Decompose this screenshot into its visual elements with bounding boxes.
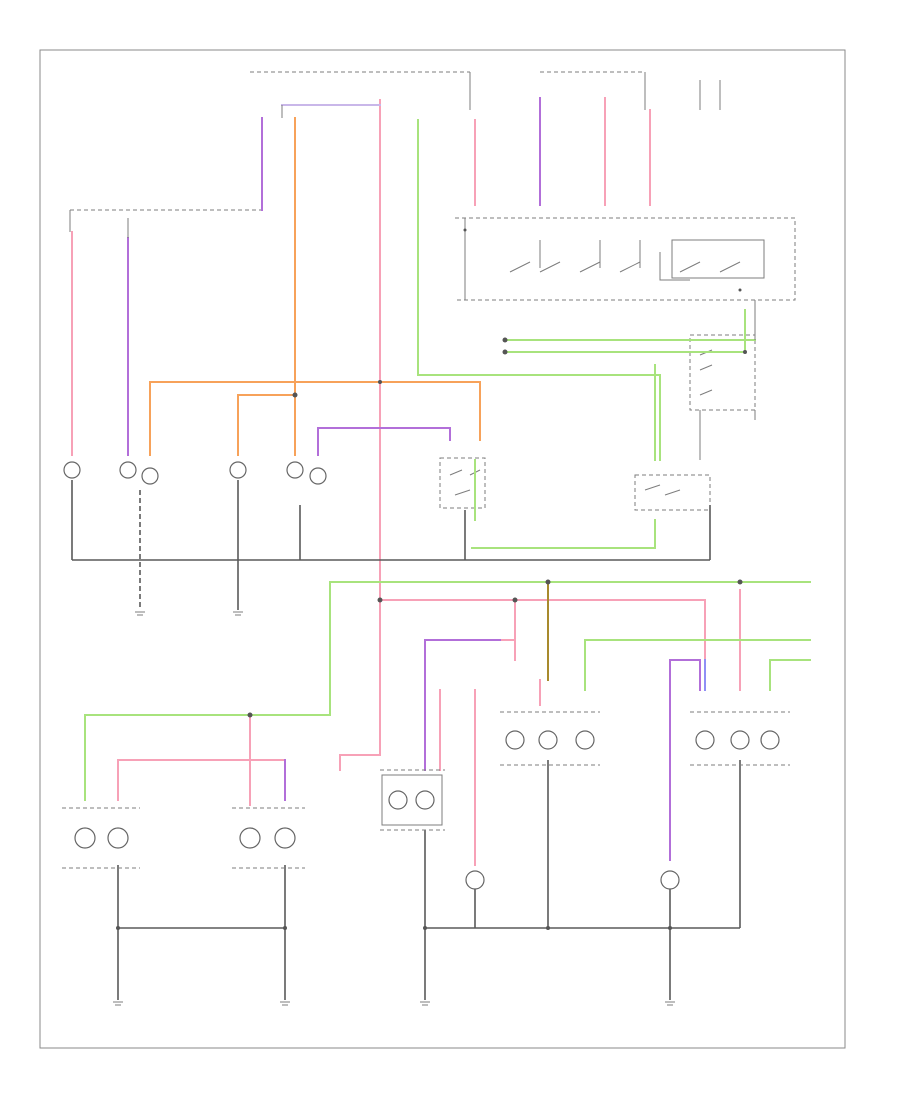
pink-wires [71, 97, 741, 866]
left-front-side-marker-icon [309, 467, 327, 485]
license-lamp-left-icon [388, 790, 408, 810]
license-lamp-right-icon [415, 790, 435, 810]
left-high-mount-lamp-a-icon [505, 730, 525, 750]
right-front-parking-lamp-icon [63, 461, 81, 479]
hazard-switch [439, 457, 486, 509]
right-front-turn-lamp-icon [119, 461, 137, 479]
license-lamp-housing [381, 774, 443, 826]
right-high-mount-lamp-a-icon [695, 730, 715, 750]
right-front-side-marker-icon [141, 467, 159, 485]
ground-rails [71, 480, 741, 1000]
left-rear-tail-lamp-icon [107, 827, 129, 849]
diagram-frame [39, 49, 846, 1049]
violet-wires [127, 97, 701, 861]
green-wires [84, 119, 811, 801]
top-bus [70, 71, 721, 211]
lamp-housings [62, 711, 790, 869]
left-rear-side-marker-icon [465, 870, 485, 890]
headlight-switch [455, 217, 796, 301]
ground-symbols [113, 611, 675, 1006]
left-high-mount-lamp-c-icon [575, 730, 595, 750]
right-high-mount-lamp-b-icon [730, 730, 750, 750]
right-rear-side-marker-icon [660, 870, 680, 890]
gray-links [69, 105, 756, 430]
left-front-parking-lamp-icon [229, 461, 247, 479]
orange-wires [149, 117, 481, 456]
right-rear-stop-lamp-icon [239, 827, 261, 849]
junction-nodes [116, 228, 747, 930]
turn-signal-flasher [634, 474, 711, 511]
right-rear-tail-lamp-icon [274, 827, 296, 849]
lamp-group-rear [74, 730, 780, 890]
right-high-mount-lamp-c-icon [760, 730, 780, 750]
lamp-group-front [63, 461, 327, 485]
left-front-turn-lamp-icon [286, 461, 304, 479]
left-rear-stop-lamp-icon [74, 827, 96, 849]
left-high-mount-lamp-b-icon [538, 730, 558, 750]
misc-wires [281, 104, 706, 691]
